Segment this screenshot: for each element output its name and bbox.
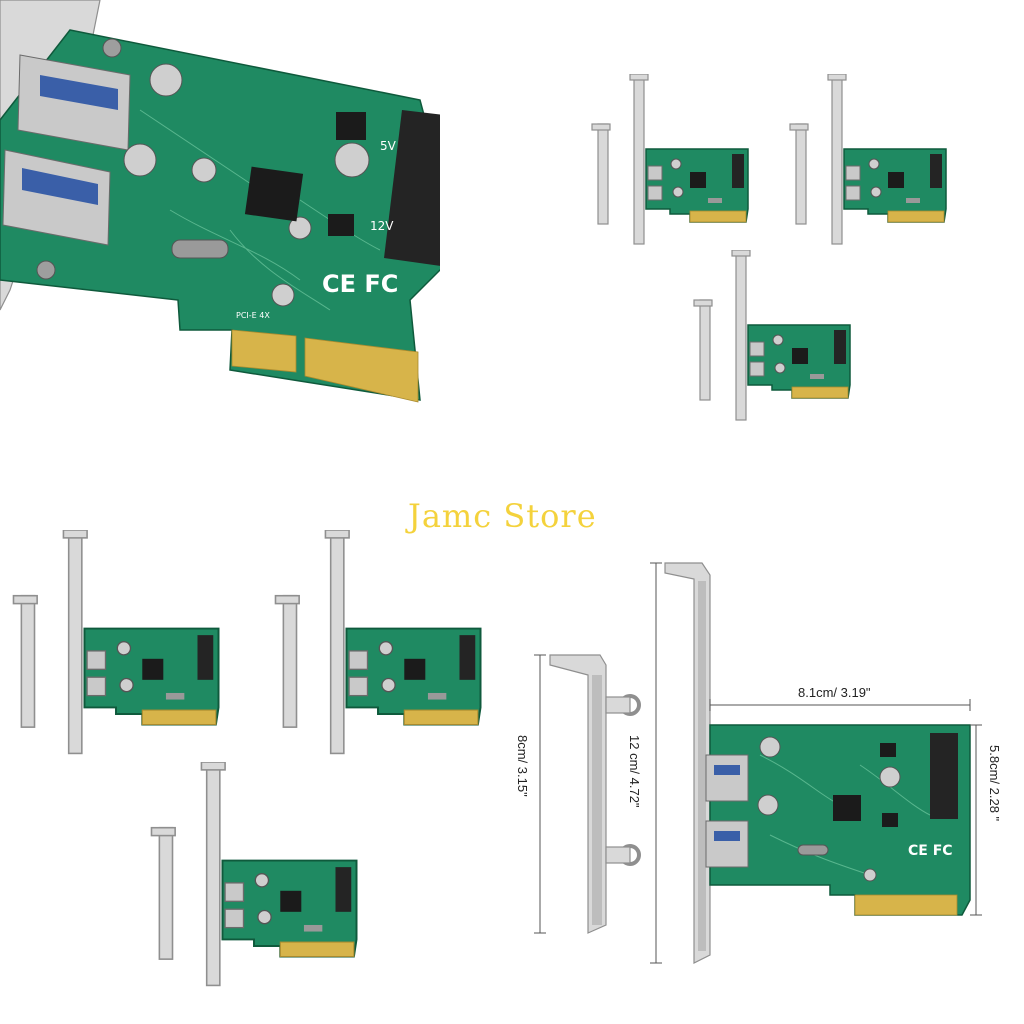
low-profile-bracket bbox=[549, 654, 641, 934]
pcb-board: CE FC bbox=[705, 724, 971, 916]
inductor bbox=[336, 112, 366, 140]
dimension-width: 8.1cm/ 3.19" bbox=[709, 685, 971, 711]
full-bracket-label: 12 cm/ 4.72" bbox=[627, 735, 642, 808]
certification-marks: CE FC bbox=[908, 843, 953, 859]
crystal bbox=[171, 239, 229, 259]
thumbnail-card-4 bbox=[12, 530, 220, 755]
closeup-photo: 5V 12V CE FC PCI-E 4X bbox=[0, 0, 440, 403]
store-watermark: Jamc Store bbox=[408, 497, 597, 535]
thumbnail-card-6 bbox=[150, 762, 358, 987]
screw-icon bbox=[102, 38, 122, 58]
thumbnail-card-5 bbox=[274, 530, 482, 755]
height-label: 5.8cm/ 2.28 " bbox=[987, 745, 1002, 822]
dimension-low-bracket: 8cm/ 3.15" bbox=[515, 654, 546, 934]
thumbnail-card-2 bbox=[789, 74, 947, 245]
width-label: 8.1cm/ 3.19" bbox=[798, 685, 871, 700]
thumbnail-card-3 bbox=[693, 250, 851, 421]
usb-port-bottom bbox=[2, 149, 111, 246]
dimension-diagram: CE FC 8.1cm/ 3.19" 5.8cm/ 2.28 " 12 cm/ … bbox=[515, 562, 1002, 964]
dimension-height: 5.8cm/ 2.28 " bbox=[970, 724, 1002, 916]
certification-marks: CE FC bbox=[322, 270, 398, 298]
screw-icon bbox=[36, 260, 56, 280]
slot-label: PCI-E 4X bbox=[236, 311, 270, 320]
capacitors bbox=[123, 63, 370, 307]
label-5v: 5V bbox=[380, 139, 397, 153]
dimension-full-bracket: 12 cm/ 4.72" bbox=[627, 562, 662, 964]
label-12v: 12V bbox=[370, 219, 394, 233]
full-height-bracket bbox=[664, 562, 711, 964]
sata-connector bbox=[384, 110, 440, 266]
usb-port-top bbox=[17, 54, 131, 151]
regulator-chip bbox=[328, 214, 354, 236]
controller-chip bbox=[244, 166, 304, 222]
gold-fingers bbox=[231, 329, 419, 403]
thumbnail-card-1 bbox=[591, 74, 749, 245]
low-bracket-label: 8cm/ 3.15" bbox=[515, 735, 530, 797]
